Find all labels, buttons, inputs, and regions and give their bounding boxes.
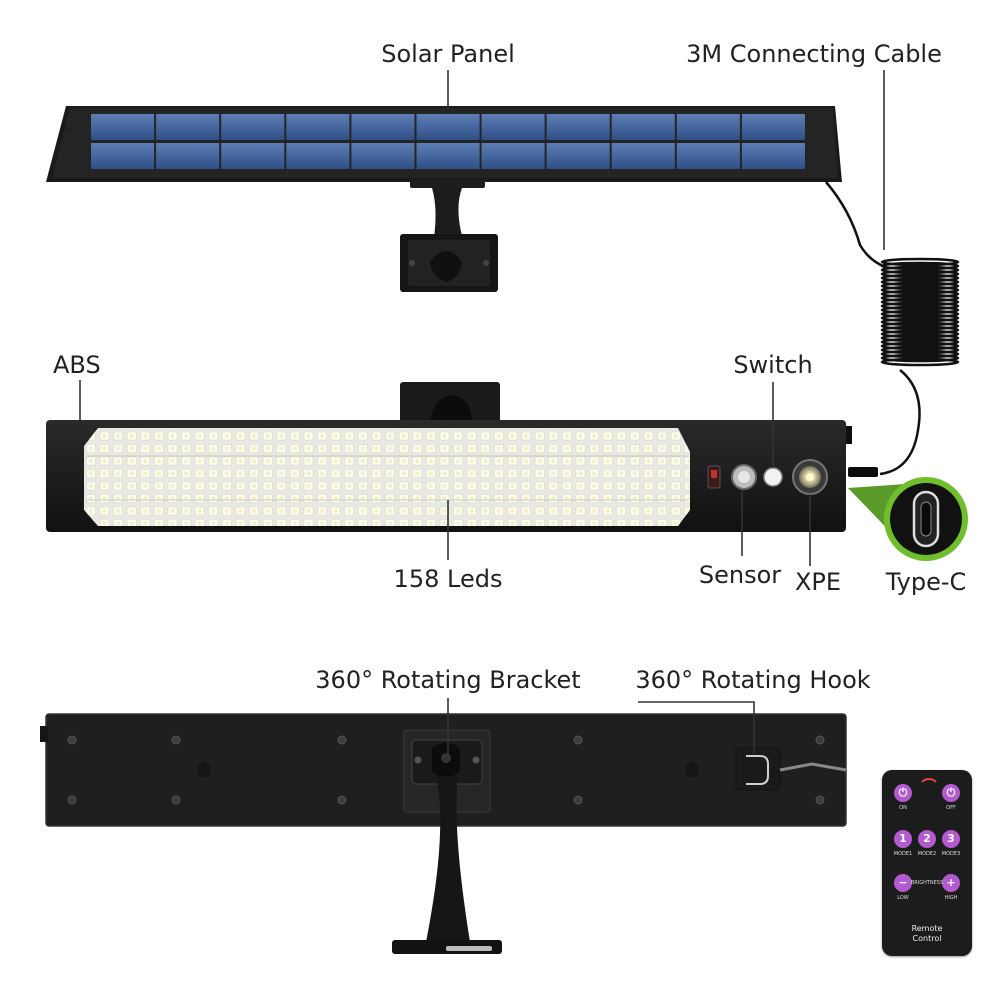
cable-coil-loop — [880, 257, 960, 267]
solar-panel — [46, 106, 842, 292]
remote-title-line1: Remote — [911, 924, 943, 933]
power-icon: ⏻ — [946, 786, 956, 799]
solar-cell — [416, 114, 480, 140]
solar-cell — [546, 114, 610, 140]
mode3-button[interactable]: 3 — [942, 830, 960, 848]
abs-label: ABS — [53, 351, 101, 379]
cable-coil-loop — [880, 285, 960, 295]
cable-coil-loop — [880, 269, 960, 279]
type-c-port-callout — [848, 477, 968, 561]
brightness-low-button[interactable]: − — [894, 874, 912, 892]
cable-coil-loop — [880, 273, 960, 283]
low-caption: LOW — [897, 895, 909, 901]
screw — [815, 795, 825, 805]
solar-cell — [741, 143, 805, 169]
solar-panel-label: Solar Panel — [381, 40, 515, 68]
screw — [573, 795, 583, 805]
connecting-cable — [825, 181, 960, 476]
leader-lines — [79, 70, 885, 756]
brightness-high-button[interactable]: + — [942, 874, 960, 892]
cable-coil-loop — [880, 289, 960, 299]
cable-coil-loop — [880, 321, 960, 331]
cable-coil-loop — [880, 305, 960, 315]
cable-label: 3M Connecting Cable — [686, 40, 942, 68]
cable-coil-loop — [880, 325, 960, 335]
power-icon: ⏻ — [898, 786, 908, 799]
mode3-caption: MODE3 — [941, 851, 961, 857]
cable-coil-loop — [880, 265, 960, 275]
cable-coil-loop — [880, 309, 960, 319]
bracket-label: 360° Rotating Bracket — [315, 666, 581, 694]
power-off-button[interactable]: ⏻ — [942, 784, 960, 802]
solar-cell — [481, 114, 545, 140]
solar-cell — [351, 114, 415, 140]
cable-coil-loop — [880, 337, 960, 347]
screw — [171, 795, 181, 805]
switch-label: Switch — [733, 351, 813, 379]
cable-coil-loop — [880, 333, 960, 343]
solar-cell — [221, 143, 285, 169]
xpe-label: XPE — [794, 568, 842, 596]
screw — [337, 795, 347, 805]
cable-coil-loop — [880, 281, 960, 291]
on-caption: ON — [899, 805, 907, 811]
cable-coil-loop — [880, 261, 960, 271]
cable-coil-loop — [880, 301, 960, 311]
screw — [337, 735, 347, 745]
solar-cell — [156, 143, 220, 169]
signal-icon — [918, 778, 940, 790]
cable-coil-loop — [880, 329, 960, 339]
screw — [67, 795, 77, 805]
cable-coil-loop — [880, 277, 960, 287]
screw — [815, 735, 825, 745]
cable-coil-loop — [880, 317, 960, 327]
solar-cell — [546, 143, 610, 169]
power-on-button[interactable]: ⏻ — [894, 784, 912, 802]
solar-cell — [611, 114, 675, 140]
solar-cell — [351, 143, 415, 169]
mode1-caption: MODE1 — [893, 851, 913, 857]
off-caption: OFF — [946, 805, 956, 811]
type-c-label: Type-C — [885, 568, 967, 596]
solar-cell — [221, 114, 285, 140]
cable-coil-loop — [880, 357, 960, 367]
solar-cell — [286, 114, 350, 140]
solar-cell — [481, 143, 545, 169]
solar-cell — [611, 143, 675, 169]
cable-coil-loop — [880, 297, 960, 307]
back-view-bar — [40, 713, 847, 954]
cable-coil-loop — [880, 345, 960, 355]
solar-cell — [91, 143, 155, 169]
cable-coil-loop — [880, 313, 960, 323]
brightness-caption: BRIGHTNESS — [910, 880, 944, 886]
cable-coil-loop — [880, 293, 960, 303]
cable-coil-loop — [880, 349, 960, 359]
hook-label: 360° Rotating Hook — [635, 666, 871, 694]
led-light-bar — [46, 382, 878, 532]
cable-coil-loop — [880, 341, 960, 351]
solar-cell — [156, 114, 220, 140]
screw — [171, 735, 181, 745]
mode2-button[interactable]: 2 — [918, 830, 936, 848]
remote-control: ⏻ ⏻ ON OFF 1 2 3 MODE1 MODE2 MODE3 − + B… — [882, 770, 972, 956]
screw — [573, 735, 583, 745]
solar-cell — [741, 114, 805, 140]
remote-title-line2: Control — [912, 934, 942, 943]
cable-coil-loop — [880, 353, 960, 363]
solar-cell — [676, 114, 740, 140]
solar-cell — [91, 114, 155, 140]
mode1-button[interactable]: 1 — [894, 830, 912, 848]
solar-cell — [286, 143, 350, 169]
high-caption: HIGH — [944, 895, 958, 901]
mode2-caption: MODE2 — [917, 851, 937, 857]
solar-cell — [676, 143, 740, 169]
solar-cell — [416, 143, 480, 169]
leds-label: 158 Leds — [393, 565, 503, 593]
sensor-label: Sensor — [698, 561, 782, 589]
screw — [67, 735, 77, 745]
